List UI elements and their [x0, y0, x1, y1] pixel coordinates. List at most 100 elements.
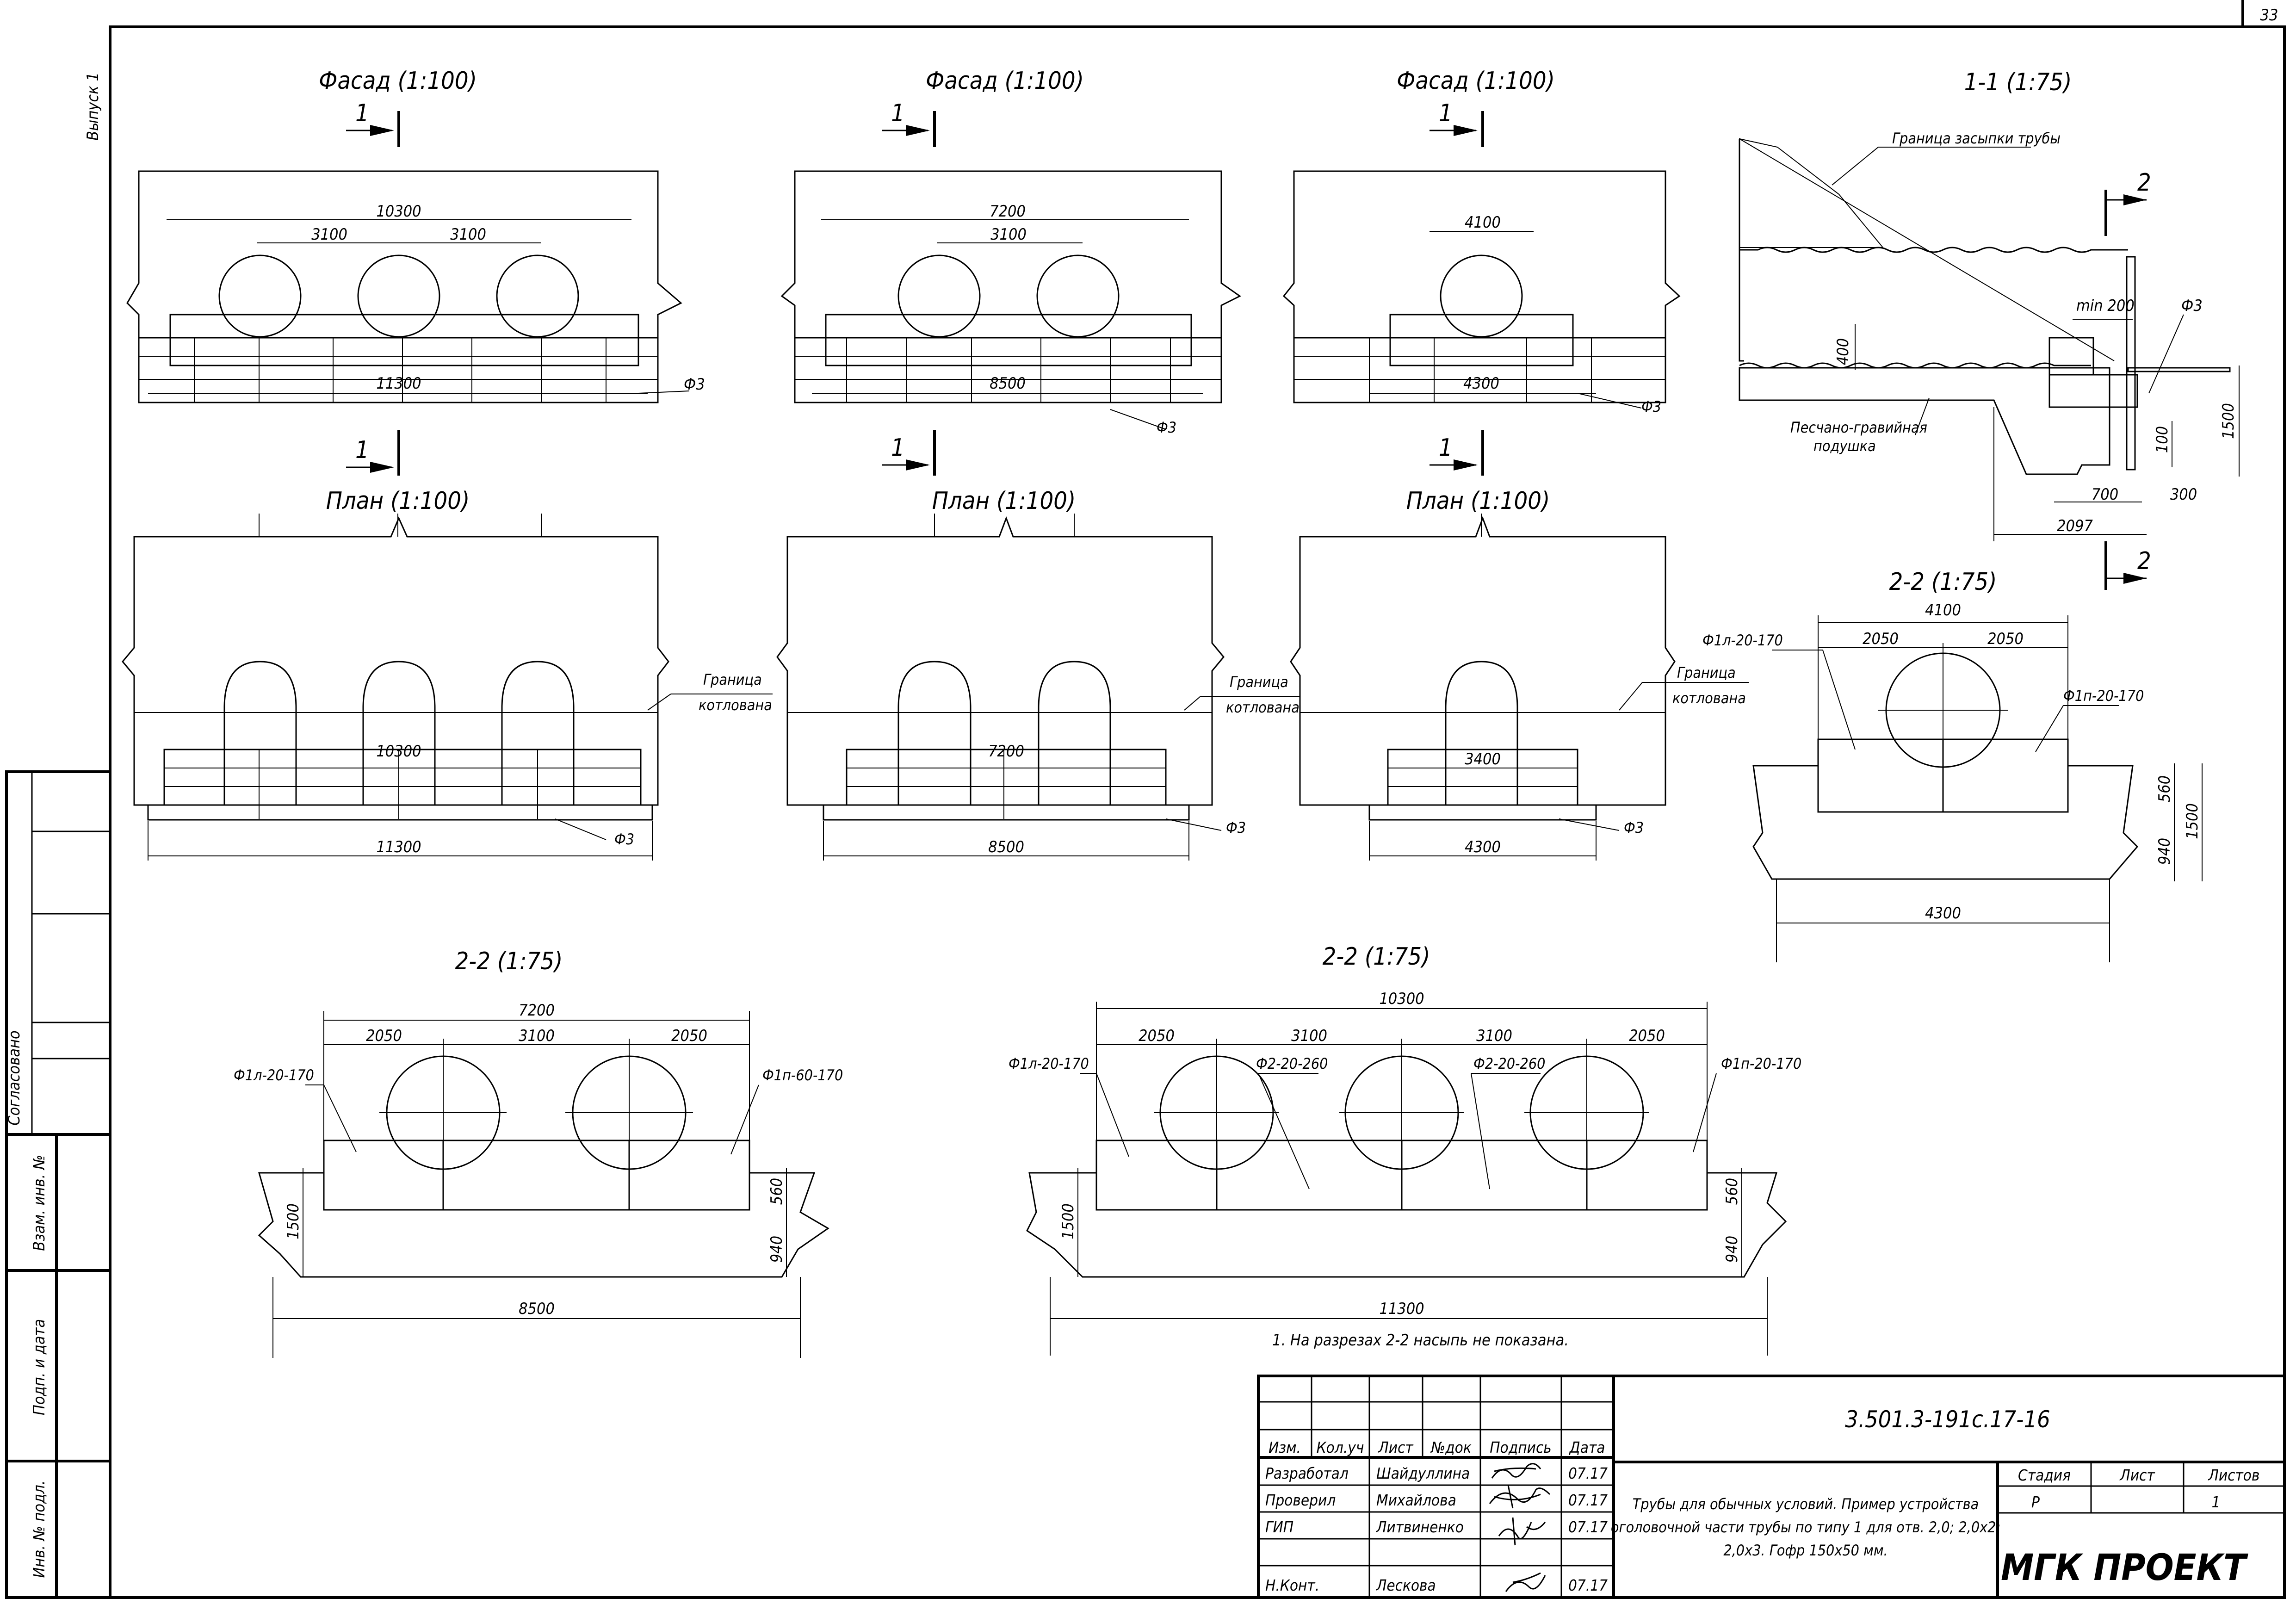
- pit-boundary-label: котлована: [1226, 699, 1300, 716]
- cut-mark-label: 2: [2137, 169, 2151, 197]
- stamp-sign-date: Подп. и дата: [30, 1319, 49, 1415]
- sign-date: 07.17: [1568, 1576, 1608, 1594]
- cut-mark-label: 1: [355, 99, 369, 127]
- col-izm: Изм.: [1269, 1438, 1301, 1456]
- sign-date: 07.17: [1568, 1518, 1608, 1536]
- dim-label: 1500: [1059, 1203, 1077, 1239]
- block-mark-label: Ф3: [1624, 819, 1644, 836]
- role-label: Н.Конт.: [1265, 1576, 1319, 1594]
- description-line: 2,0х3. Гофр 150х50 мм.: [1723, 1542, 1888, 1559]
- signature: [1498, 1517, 1546, 1546]
- cut-mark-label: 1: [891, 99, 905, 127]
- person-name: Лескова: [1376, 1576, 1436, 1594]
- cut-mark-label: 1: [1439, 99, 1453, 127]
- cut-mark-label: 1: [1439, 434, 1453, 462]
- dim-label: 940: [767, 1236, 786, 1263]
- drawing-note: 1. На разрезах 2-2 насыпь не показана.: [1272, 1331, 1569, 1350]
- cushion-label: Песчано-гравийная: [1790, 419, 1927, 436]
- section-2-2-single: 2-2 (1:75) 4100 2050 2050 Ф1л-20-170 Ф1п…: [1702, 568, 2203, 962]
- block-mark-label: Ф3: [1641, 398, 1661, 415]
- company-logo: МГК ПРОЕКТ: [2001, 1547, 2248, 1589]
- block-mark-label: Ф1п-20-170: [2063, 687, 2144, 705]
- dim-label: 2050: [1987, 630, 2024, 648]
- dim-label: 3100: [1291, 1027, 1327, 1045]
- plan-title: План (1:100): [326, 487, 470, 515]
- dim-label: 4300: [1465, 838, 1501, 856]
- sheet-number: 33: [2260, 6, 2278, 25]
- col-sign: Подпись: [1490, 1438, 1552, 1456]
- section-2-2-triple: 2-2 (1:75) 10300 2050 3100 3100 2050 Ф1л…: [1009, 943, 1801, 1356]
- plan-title: План (1:100): [1406, 487, 1550, 515]
- cut-mark-label: 1: [355, 436, 369, 464]
- role-label: ГИП: [1265, 1518, 1293, 1536]
- block-mark-label: Ф2-20-260: [1473, 1055, 1545, 1072]
- title-block: Изм. Кол.уч Лист №док Подпись Дата Разра…: [1257, 1375, 2286, 1599]
- dim-label: 3100: [450, 225, 486, 244]
- facade-title: Фасад (1:100): [1397, 67, 1555, 95]
- dim-label: 1500: [284, 1203, 303, 1239]
- plan-view-3-pipes: План (1:100) 10300 11300 Граница котлов: [122, 487, 773, 861]
- dim-label: 300: [2170, 485, 2197, 504]
- cut-mark-label: 1: [891, 434, 905, 462]
- signature: [1489, 1485, 1551, 1509]
- col-list: Лист: [1378, 1438, 1414, 1456]
- pit-boundary-label: котлована: [1672, 689, 1746, 707]
- stage-value: Р: [2031, 1493, 2040, 1511]
- sheets-value: 1: [2212, 1493, 2221, 1511]
- dim-label: 8500: [988, 838, 1024, 856]
- dim-label: 4100: [1465, 213, 1501, 232]
- block-mark-label: Ф3: [1226, 819, 1246, 836]
- dim-label: 8500: [990, 374, 1026, 393]
- cushion-label: подушка: [1813, 437, 1876, 455]
- section-title: 2-2 (1:75): [455, 948, 563, 975]
- sheet-frame: 33 Выпуск 1: [84, 0, 2286, 1599]
- dim-label: 2050: [1139, 1027, 1175, 1045]
- section-2-2-double: 2-2 (1:75) 7200 2050 3100 2050 Ф1л-20-17…: [234, 948, 843, 1358]
- dim-label: 4100: [1925, 601, 1961, 619]
- plan-view-1-pipe: План (1:100) 3400 4300 Граница котлована…: [1290, 487, 1749, 861]
- dim-label: 11300: [1379, 1300, 1424, 1318]
- block-mark-label: Ф1л-20-170: [1009, 1055, 1089, 1072]
- sign-date: 07.17: [1568, 1491, 1608, 1509]
- dim-label: 3100: [311, 225, 347, 244]
- section-title: 2-2 (1:75): [1889, 568, 1997, 596]
- block-mark-label: Ф1л-20-170: [234, 1066, 314, 1084]
- block-mark-label: Ф3: [684, 375, 705, 394]
- left-stamp: Согласовано Взам. инв. № Подп. и дата Ин…: [5, 770, 111, 1599]
- section-1-1: 1-1 (1:75) 2 2 Граница засыпки трубы Пес…: [1739, 68, 2240, 590]
- person-name: Михайлова: [1376, 1491, 1456, 1509]
- block-mark-label: Ф3: [2181, 297, 2203, 315]
- dim-label: 7200: [519, 1001, 555, 1020]
- dim-label: 11300: [376, 374, 421, 393]
- dim-label: 560: [767, 1178, 786, 1205]
- stamp-replace-inv: Взам. инв. №: [30, 1155, 49, 1251]
- dim-label: 3100: [990, 225, 1027, 244]
- dim-label: 2097: [2057, 517, 2093, 535]
- dim-label: 10300: [1379, 990, 1424, 1008]
- dim-label: 3400: [1465, 750, 1501, 768]
- block-mark-label: Ф3: [1157, 419, 1176, 436]
- dim-label: 700: [2092, 485, 2118, 504]
- stage-label: Стадия: [2018, 1466, 2071, 1484]
- dim-label: 3100: [519, 1027, 555, 1045]
- person-name: Шайдуллина: [1376, 1464, 1470, 1482]
- dim-label: 7200: [990, 202, 1026, 221]
- dim-label: 4300: [1925, 904, 1961, 923]
- description-line: Трубы для обычных условий. Пример устрой…: [1633, 1495, 1979, 1513]
- section-title: 1-1 (1:75): [1964, 68, 2072, 96]
- cut-mark-label: 2: [2137, 547, 2151, 575]
- dim-label: 2050: [1863, 630, 1899, 648]
- dim-label: 940: [1723, 1236, 1741, 1263]
- sheets-label: Листов: [2208, 1466, 2260, 1484]
- block-mark-label: Ф1п-60-170: [762, 1066, 843, 1084]
- dim-label: 11300: [376, 838, 421, 856]
- stamp-inv-orig: Инв. № подл.: [30, 1480, 49, 1578]
- facade-title: Фасад (1:100): [319, 67, 477, 95]
- facade-title: Фасад (1:100): [926, 67, 1084, 95]
- dim-label: 10300: [376, 202, 421, 221]
- signature: [1505, 1572, 1546, 1592]
- dim-label: 2050: [1629, 1027, 1665, 1045]
- pit-boundary-label: Граница: [703, 671, 762, 688]
- facade-view-2-pipes: Фасад (1:100) 1 1 7200 3100 8500 Ф3: [780, 67, 1241, 476]
